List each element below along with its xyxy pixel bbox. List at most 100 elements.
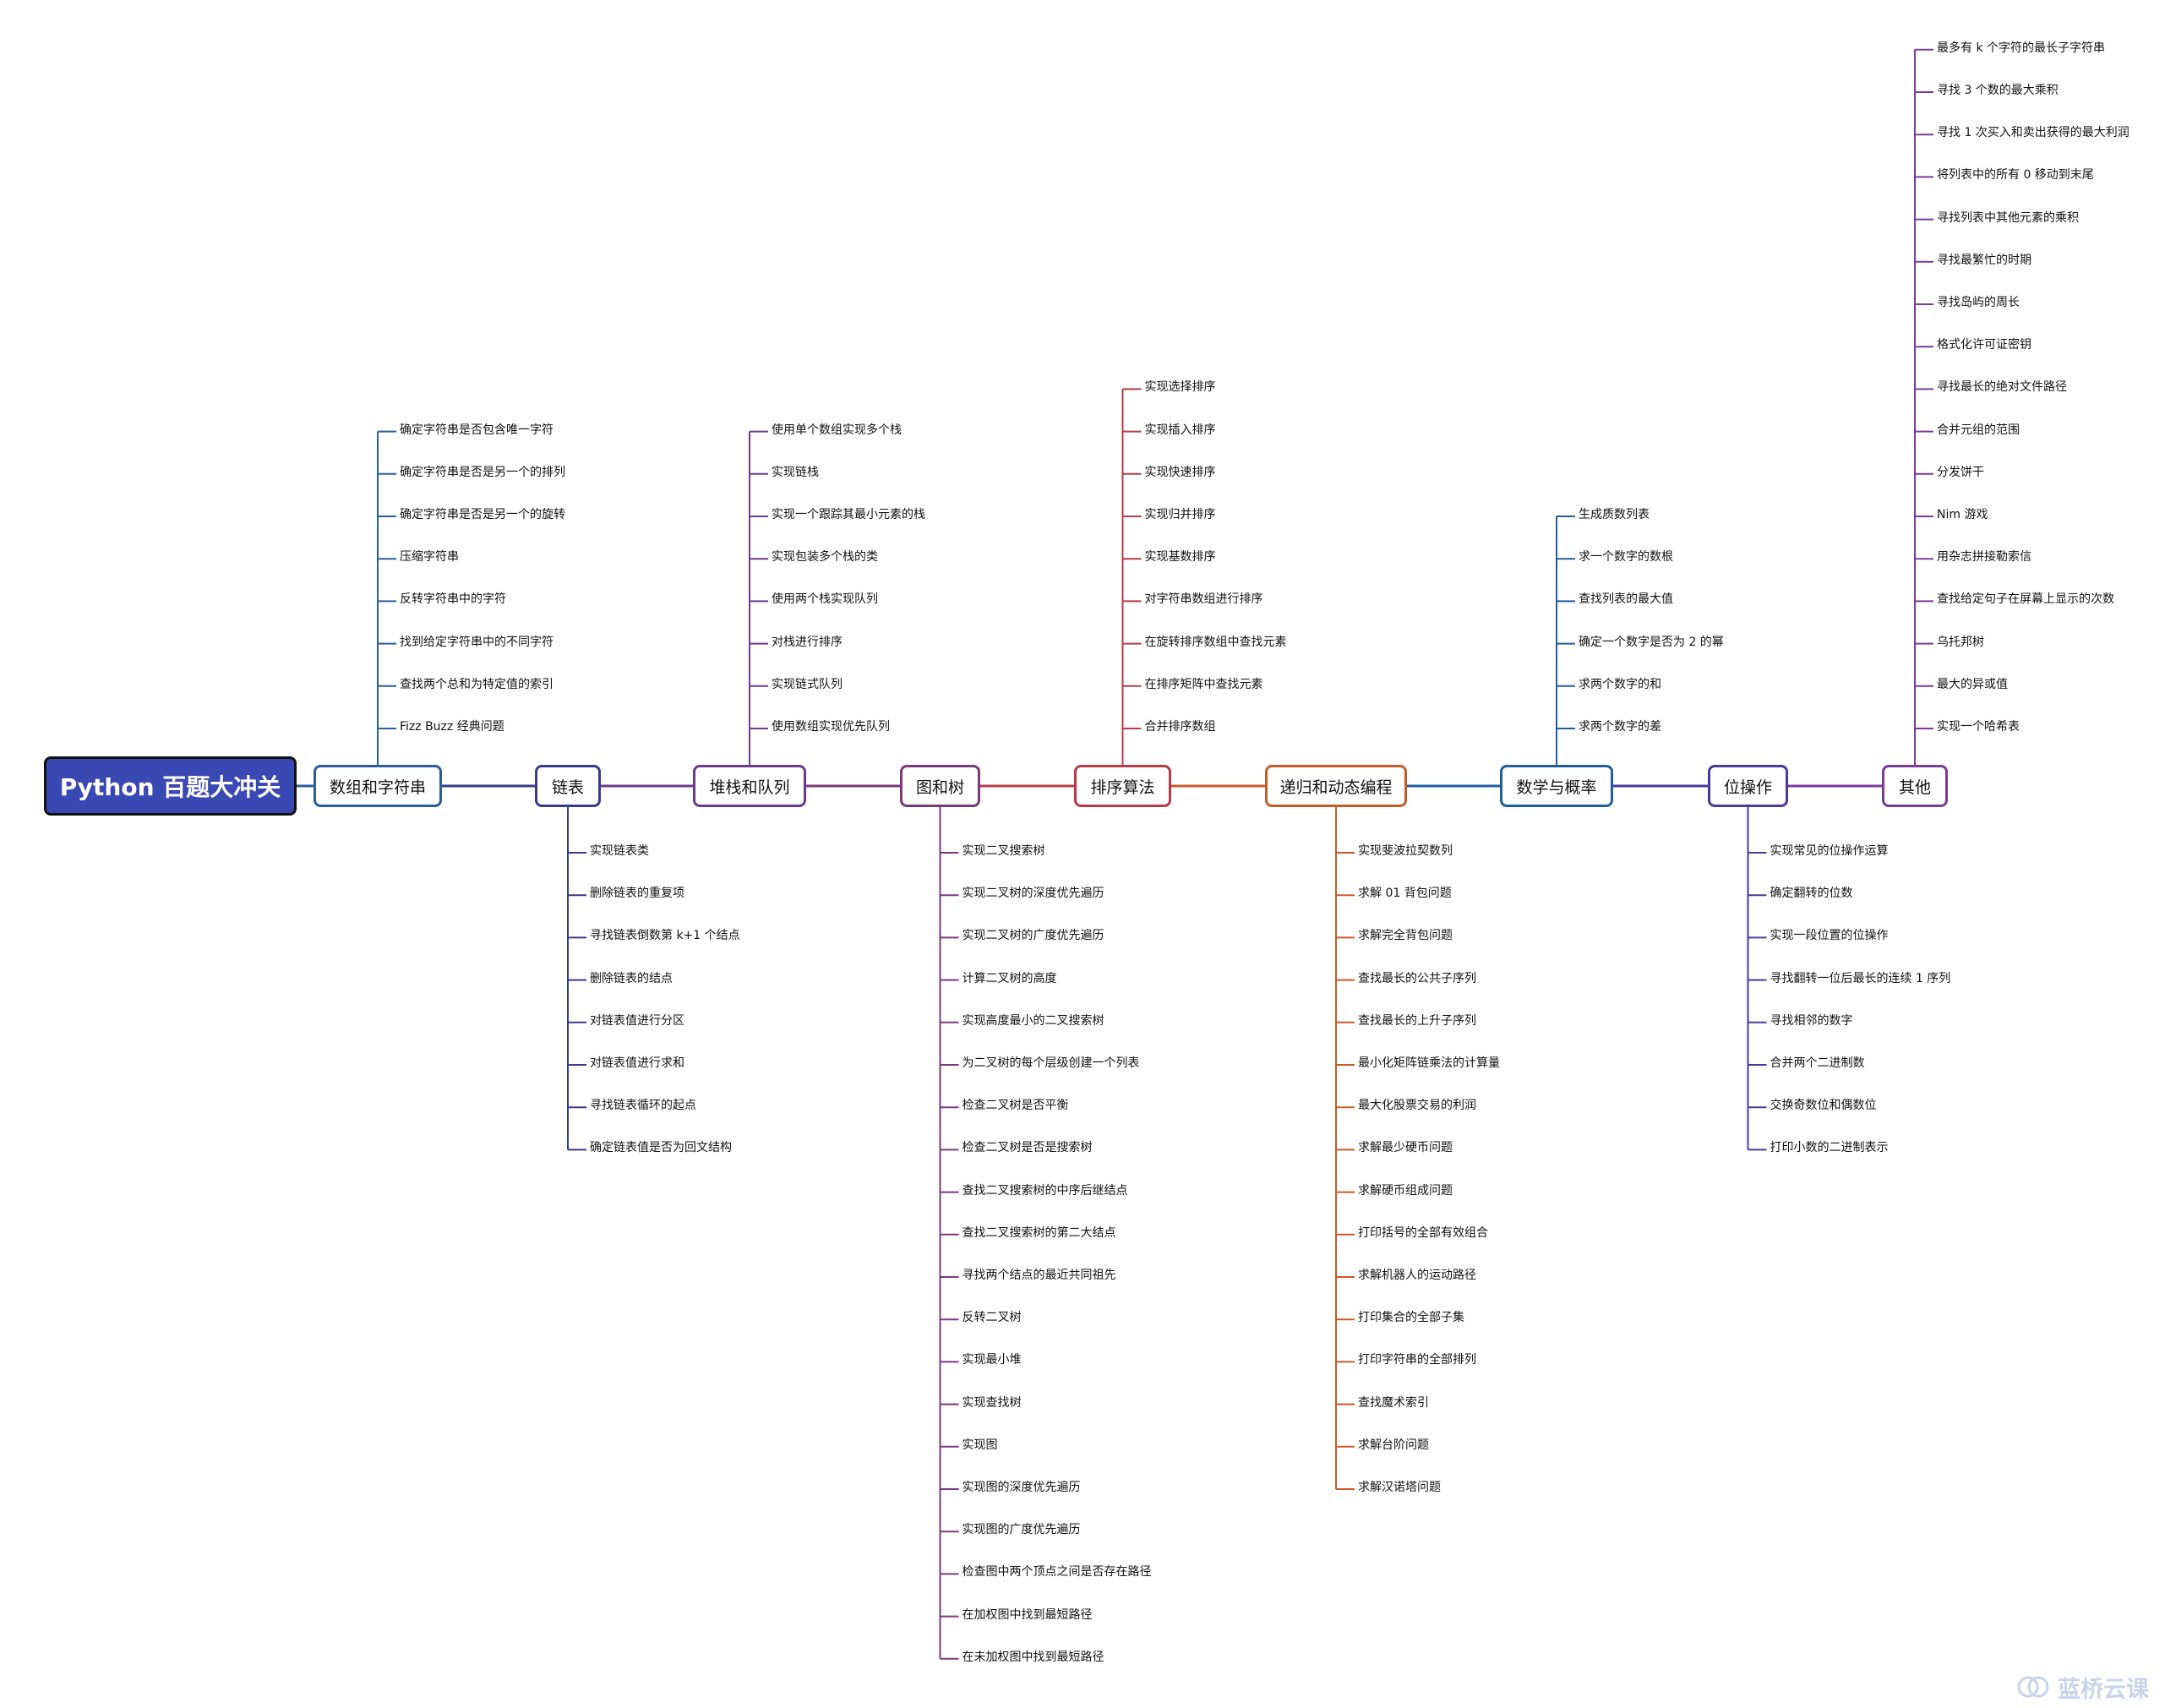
leaf-topic[interactable]: 实现查找树 bbox=[962, 1395, 1022, 1410]
leaf-topic[interactable]: 寻找相邻的数字 bbox=[1770, 1013, 1853, 1028]
leaf-topic[interactable]: 合并元组的范围 bbox=[1937, 423, 2020, 437]
leaf-topic[interactable]: 实现链式队列 bbox=[772, 677, 843, 691]
leaf-topic[interactable]: 分发饼干 bbox=[1937, 465, 1984, 479]
leaf-topic[interactable]: 查找给定句子在屏幕上显示的次数 bbox=[1937, 592, 2114, 607]
branch-node[interactable]: 排序算法 bbox=[1074, 765, 1171, 807]
leaf-topic[interactable]: 实现图的深度优先遍历 bbox=[962, 1481, 1081, 1494]
leaf-topic[interactable]: 求解 01 背包问题 bbox=[1358, 887, 1452, 901]
leaf-topic[interactable]: 求解完全背包问题 bbox=[1358, 929, 1453, 943]
branch-node[interactable]: 图和树 bbox=[900, 765, 980, 807]
leaf-topic[interactable]: 对字符串数组进行排序 bbox=[1144, 592, 1263, 607]
branch-node[interactable]: 其他 bbox=[1882, 765, 1948, 807]
leaf-topic[interactable]: 寻找翻转一位后最长的连续 1 序列 bbox=[1770, 971, 1951, 985]
leaf-topic[interactable]: 确定一个数字是否为 2 的幂 bbox=[1579, 635, 1724, 649]
leaf-topic[interactable]: 实现二叉搜索树 bbox=[962, 844, 1045, 858]
branch-node[interactable]: 递归和动态编程 bbox=[1265, 765, 1407, 807]
leaf-topic[interactable]: 实现包装多个栈的类 bbox=[772, 550, 878, 565]
leaf-topic[interactable]: 在加权图中找到最短路径 bbox=[962, 1607, 1093, 1622]
leaf-topic[interactable]: 查找两个总和为特定值的索引 bbox=[400, 677, 554, 691]
leaf-topic[interactable]: 实现一个哈希表 bbox=[1937, 720, 2020, 734]
leaf-topic[interactable]: 查找二叉搜索树的第二大结点 bbox=[962, 1225, 1116, 1240]
leaf-topic[interactable]: 在排序矩阵中查找元素 bbox=[1144, 677, 1263, 691]
leaf-topic[interactable]: 对栈进行排序 bbox=[772, 635, 843, 649]
leaf-topic[interactable]: 打印小数的二进制表示 bbox=[1770, 1141, 1889, 1155]
root-topic[interactable]: Python 百题大冲关 bbox=[44, 756, 297, 816]
leaf-topic[interactable]: 查找二叉搜索树的中序后继结点 bbox=[962, 1183, 1128, 1198]
leaf-topic[interactable]: 确定字符串是否是另一个的旋转 bbox=[400, 508, 565, 521]
leaf-topic[interactable]: 查找最长的上升子序列 bbox=[1358, 1013, 1476, 1028]
leaf-topic[interactable]: 确定字符串是否包含唯一字符 bbox=[400, 423, 554, 437]
leaf-topic[interactable]: 实现插入排序 bbox=[1144, 423, 1216, 437]
leaf-topic[interactable]: 求解硬币组成问题 bbox=[1358, 1183, 1453, 1198]
leaf-topic[interactable]: 对链表值进行分区 bbox=[590, 1013, 684, 1028]
leaf-topic[interactable]: 寻找最长的绝对文件路径 bbox=[1937, 380, 2067, 395]
leaf-topic[interactable]: 实现链表类 bbox=[590, 844, 649, 858]
branch-node[interactable]: 堆栈和队列 bbox=[693, 765, 806, 807]
leaf-topic[interactable]: 删除链表的重复项 bbox=[590, 887, 684, 901]
leaf-topic[interactable]: 求两个数字的差 bbox=[1579, 720, 1661, 734]
leaf-topic[interactable]: 乌托邦树 bbox=[1937, 635, 1984, 649]
leaf-topic[interactable]: 使用单个数组实现多个栈 bbox=[772, 423, 902, 437]
leaf-topic[interactable]: 寻找最繁忙的时期 bbox=[1937, 253, 2031, 267]
leaf-topic[interactable]: 找到给定字符串中的不同字符 bbox=[400, 635, 554, 649]
leaf-topic[interactable]: 计算二叉树的高度 bbox=[962, 971, 1057, 985]
branch-node[interactable]: 位操作 bbox=[1708, 765, 1788, 807]
leaf-topic[interactable]: Nim 游戏 bbox=[1937, 508, 1988, 521]
leaf-topic[interactable]: 打印字符串的全部排列 bbox=[1358, 1353, 1476, 1367]
leaf-topic[interactable]: 最多有 k 个字符的最长子字符串 bbox=[1937, 41, 2106, 55]
leaf-topic[interactable]: 寻找链表循环的起点 bbox=[590, 1099, 696, 1113]
leaf-topic[interactable]: 打印集合的全部子集 bbox=[1358, 1311, 1464, 1325]
leaf-topic[interactable]: 实现二叉树的广度优先遍历 bbox=[962, 929, 1104, 943]
leaf-topic[interactable]: 使用两个栈实现队列 bbox=[772, 592, 878, 607]
leaf-topic[interactable]: 实现图 bbox=[962, 1438, 998, 1452]
leaf-topic[interactable]: 为二叉树的每个层级创建一个列表 bbox=[962, 1056, 1140, 1070]
leaf-topic[interactable]: 实现高度最小的二叉搜索树 bbox=[962, 1013, 1104, 1028]
leaf-topic[interactable]: 实现二叉树的深度优先遍历 bbox=[962, 887, 1104, 901]
leaf-topic[interactable]: 在未加权图中找到最短路径 bbox=[962, 1650, 1104, 1664]
leaf-topic[interactable]: 寻找链表倒数第 k+1 个结点 bbox=[590, 929, 740, 943]
leaf-topic[interactable]: 求解台阶问题 bbox=[1358, 1438, 1429, 1452]
leaf-topic[interactable]: 实现一段位置的位操作 bbox=[1770, 929, 1889, 943]
leaf-topic[interactable]: 合并两个二进制数 bbox=[1770, 1056, 1865, 1070]
leaf-topic[interactable]: 实现选择排序 bbox=[1144, 380, 1216, 395]
leaf-topic[interactable]: 用杂志拼接勒索信 bbox=[1937, 550, 2031, 565]
leaf-topic[interactable]: 交换奇数位和偶数位 bbox=[1770, 1099, 1877, 1113]
leaf-topic[interactable]: 实现快速排序 bbox=[1144, 465, 1216, 479]
leaf-topic[interactable]: 实现一个跟踪其最小元素的栈 bbox=[772, 508, 925, 521]
leaf-topic[interactable]: 检查二叉树是否平衡 bbox=[962, 1099, 1069, 1113]
leaf-topic[interactable]: 实现常见的位操作运算 bbox=[1770, 844, 1889, 858]
leaf-topic[interactable]: 检查二叉树是否是搜索树 bbox=[962, 1141, 1093, 1155]
leaf-topic[interactable]: 求一个数字的数根 bbox=[1579, 550, 1673, 565]
leaf-topic[interactable]: 求解最少硬币问题 bbox=[1358, 1141, 1453, 1155]
leaf-topic[interactable]: 确定链表值是否为回文结构 bbox=[590, 1141, 732, 1155]
leaf-topic[interactable]: 格式化许可证密钥 bbox=[1937, 338, 2031, 352]
leaf-topic[interactable]: 实现链栈 bbox=[772, 465, 819, 479]
leaf-topic[interactable]: 对链表值进行求和 bbox=[590, 1056, 684, 1070]
leaf-topic[interactable]: 在旋转排序数组中查找元素 bbox=[1144, 635, 1287, 649]
leaf-topic[interactable]: 求解机器人的运动路径 bbox=[1358, 1269, 1476, 1282]
leaf-topic[interactable]: 寻找列表中其他元素的乘积 bbox=[1937, 210, 2079, 225]
leaf-topic[interactable]: 最小化矩阵链乘法的计算量 bbox=[1358, 1056, 1500, 1070]
leaf-topic[interactable]: 查找魔术索引 bbox=[1358, 1395, 1429, 1410]
leaf-topic[interactable]: 求两个数字的和 bbox=[1579, 677, 1661, 691]
leaf-topic[interactable]: 确定字符串是否是另一个的排列 bbox=[400, 465, 565, 479]
leaf-topic[interactable]: 最大化股票交易的利润 bbox=[1358, 1099, 1476, 1113]
branch-node[interactable]: 数学与概率 bbox=[1500, 765, 1613, 807]
leaf-topic[interactable]: 打印括号的全部有效组合 bbox=[1358, 1225, 1488, 1240]
leaf-topic[interactable]: 确定翻转的位数 bbox=[1770, 887, 1853, 901]
leaf-topic[interactable]: 实现斐波拉契数列 bbox=[1358, 844, 1453, 858]
leaf-topic[interactable]: 查找最长的公共子序列 bbox=[1358, 971, 1476, 985]
leaf-topic[interactable]: 实现基数排序 bbox=[1144, 550, 1216, 565]
leaf-topic[interactable]: 寻找 3 个数的最大乘积 bbox=[1937, 84, 2059, 97]
leaf-topic[interactable]: 检查图中两个顶点之间是否存在路径 bbox=[962, 1565, 1152, 1580]
leaf-topic[interactable]: 反转字符串中的字符 bbox=[400, 592, 506, 607]
leaf-topic[interactable]: 合并排序数组 bbox=[1144, 720, 1216, 734]
leaf-topic[interactable]: 寻找 1 次买入和卖出获得的最大利润 bbox=[1937, 126, 2130, 140]
leaf-topic[interactable]: 实现图的广度优先遍历 bbox=[962, 1523, 1081, 1537]
leaf-topic[interactable]: 反转二叉树 bbox=[962, 1311, 1022, 1325]
leaf-topic[interactable]: 删除链表的结点 bbox=[590, 971, 673, 985]
leaf-topic[interactable]: 实现归并排序 bbox=[1144, 508, 1216, 521]
branch-node[interactable]: 链表 bbox=[535, 765, 601, 807]
leaf-topic[interactable]: 寻找两个结点的最近共同祖先 bbox=[962, 1269, 1116, 1282]
leaf-topic[interactable]: 求解汉诺塔问题 bbox=[1358, 1481, 1441, 1494]
